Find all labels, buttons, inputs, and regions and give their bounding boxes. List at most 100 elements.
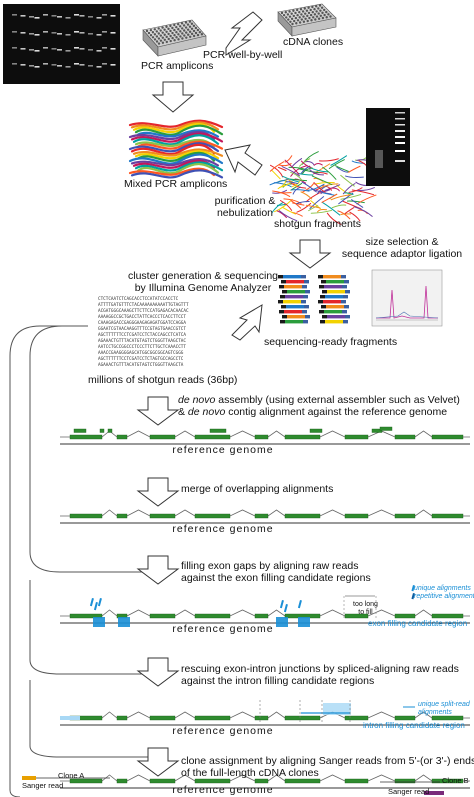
sanger-read-right-block bbox=[424, 791, 444, 795]
exon-filling-block bbox=[298, 617, 310, 627]
plate-well bbox=[149, 34, 153, 37]
exon-block bbox=[116, 778, 128, 784]
adaptor bbox=[282, 315, 287, 319]
contig-fragment bbox=[99, 428, 105, 433]
plate-well bbox=[181, 27, 184, 30]
exon-block bbox=[254, 778, 269, 784]
gel-band bbox=[74, 14, 79, 16]
shotgun-fragment bbox=[292, 186, 301, 195]
adaptor bbox=[305, 290, 310, 294]
plate-well bbox=[169, 24, 172, 28]
plate-well bbox=[177, 28, 180, 31]
gel-bands bbox=[12, 14, 116, 68]
plate-well bbox=[325, 16, 328, 19]
shotgun-fragment bbox=[345, 175, 364, 179]
gel-band bbox=[34, 34, 40, 36]
plate-well bbox=[181, 37, 184, 40]
shotgun-fragment bbox=[330, 155, 348, 166]
shotgun-fragment bbox=[301, 183, 315, 193]
plate-well bbox=[319, 14, 322, 17]
shotgun-fragment bbox=[328, 159, 345, 169]
adaptor bbox=[318, 300, 323, 304]
plate-well bbox=[194, 26, 198, 30]
exon-block bbox=[254, 434, 269, 440]
plate-well bbox=[153, 28, 156, 31]
loop-branch-1 bbox=[29, 325, 150, 573]
gel-band bbox=[79, 48, 85, 50]
gel-band bbox=[65, 34, 71, 36]
step-down-arrow bbox=[136, 477, 180, 507]
shotgun-fragment bbox=[349, 211, 361, 222]
amplicon-strand bbox=[134, 124, 224, 136]
plate-well bbox=[171, 31, 174, 35]
step5-title: clone assignment by aligning Sanger read… bbox=[181, 755, 474, 779]
adaptor bbox=[345, 290, 350, 294]
plate-well bbox=[282, 14, 286, 17]
plate-well bbox=[288, 10, 291, 13]
gel-band bbox=[102, 63, 107, 65]
gel-band bbox=[34, 17, 40, 19]
shotgun-fragment bbox=[300, 191, 313, 200]
plate-well bbox=[182, 24, 186, 27]
gel-band bbox=[20, 64, 26, 66]
plate-well bbox=[313, 8, 316, 11]
plate-well bbox=[317, 12, 320, 15]
plate-well bbox=[180, 22, 184, 25]
exon-block bbox=[149, 434, 176, 440]
gel-band bbox=[29, 16, 34, 18]
amplicon-strand bbox=[132, 134, 220, 146]
plate-well bbox=[155, 35, 159, 38]
fragment-insert bbox=[327, 315, 345, 319]
plate-well bbox=[192, 34, 196, 38]
label-purification: purification & nebulization bbox=[214, 195, 276, 219]
label-clone-b: Clone B bbox=[442, 776, 469, 785]
shotgun-fragment bbox=[305, 204, 321, 209]
exon-block bbox=[69, 513, 103, 519]
exon-block bbox=[344, 434, 369, 440]
gel-band bbox=[51, 64, 57, 66]
shotgun-fragment bbox=[319, 183, 339, 189]
label-exon-candidate-region: exon filling candidate region bbox=[368, 619, 468, 628]
plate-well bbox=[327, 13, 330, 16]
shotgun-fragment bbox=[321, 201, 341, 216]
plate-well bbox=[298, 11, 301, 14]
exon-block bbox=[344, 513, 369, 519]
amplicon-strand bbox=[134, 161, 224, 172]
plate-well bbox=[303, 7, 306, 10]
shotgun-fragment bbox=[299, 158, 311, 167]
fragment-insert bbox=[325, 295, 343, 299]
shotgun-fragment bbox=[290, 165, 308, 177]
sanger-read-left-block bbox=[22, 776, 36, 780]
plate-well bbox=[151, 31, 155, 34]
adaptor bbox=[318, 275, 323, 279]
label-millions-reads: millions of shotgun reads (36bp) bbox=[88, 374, 238, 386]
amplicon-strand bbox=[134, 150, 220, 160]
down-arrow-2 bbox=[288, 239, 332, 269]
shotgun-fragment bbox=[282, 175, 300, 183]
label-sanger-read-left: Sanger read bbox=[22, 781, 64, 790]
shotgun-fragment bbox=[357, 187, 375, 192]
exon-block bbox=[116, 434, 128, 440]
label-clone-a: Clone A bbox=[58, 771, 85, 780]
label-unique-alignments: unique alignments bbox=[414, 585, 471, 592]
adaptor bbox=[303, 320, 308, 324]
label-sanger-read-right: Sanger read bbox=[388, 787, 430, 796]
shotgun-fragment bbox=[340, 174, 355, 187]
gel-band bbox=[43, 63, 48, 65]
label-too-long: too long to fill bbox=[353, 601, 378, 616]
plate-well bbox=[315, 5, 318, 8]
plate-well bbox=[188, 30, 192, 33]
exon-filling-block bbox=[118, 617, 130, 627]
shotgun-fragment bbox=[281, 206, 296, 215]
shotgun-fragment bbox=[340, 194, 362, 200]
plate-well bbox=[296, 13, 299, 17]
shotgun-fragment bbox=[285, 181, 299, 185]
plate-well bbox=[292, 14, 295, 18]
plate-well bbox=[320, 6, 324, 9]
exon-block bbox=[194, 778, 231, 784]
exon-block bbox=[344, 778, 369, 784]
shotgun-fragment bbox=[348, 165, 361, 173]
fragment-insert bbox=[283, 275, 301, 279]
step-down-arrow bbox=[136, 657, 180, 687]
